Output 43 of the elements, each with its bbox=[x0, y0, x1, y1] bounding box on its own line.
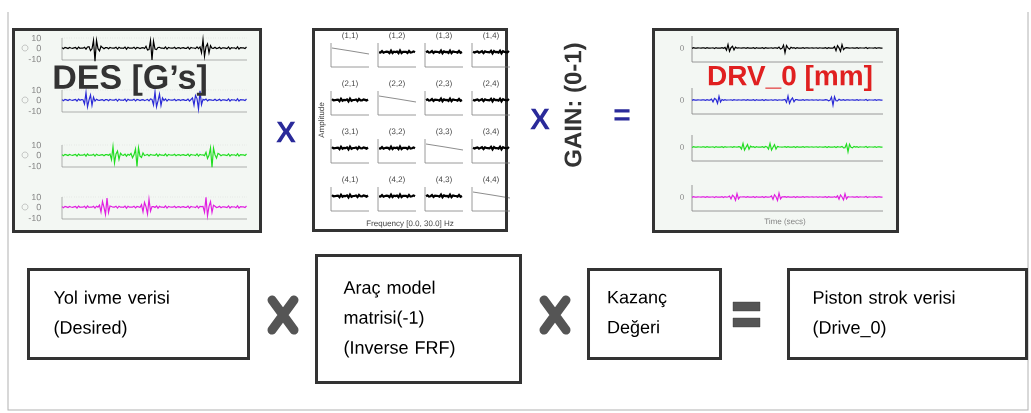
subplot-title: (3,4) bbox=[483, 128, 499, 136]
tick-label: 0 bbox=[680, 144, 684, 150]
subplot-title: (4,1) bbox=[342, 176, 358, 184]
tick-label: 0 bbox=[680, 97, 684, 103]
chart-title: DRV_0 [mm] bbox=[708, 64, 872, 92]
subplot-title: (3,1) bbox=[342, 128, 358, 136]
axis-label: Time (secs) bbox=[764, 218, 806, 226]
text-box: Araç model matrisi(-1) (Inverse FRF) bbox=[315, 254, 522, 384]
subplot-title: (2,4) bbox=[483, 80, 499, 88]
tick-label: 10 bbox=[32, 86, 41, 94]
subplot-title: (4,2) bbox=[389, 176, 405, 184]
subplot-title: (1,4) bbox=[483, 32, 499, 40]
tick-label: 10 bbox=[32, 141, 41, 149]
tick-label: 0 bbox=[680, 45, 684, 51]
axis-label: Frequency [0.0, 30.0] Hz bbox=[366, 220, 454, 228]
rotated-label: GAIN: (0-1) bbox=[563, 43, 587, 167]
tick-label: -10 bbox=[28, 214, 41, 222]
tick-label: 10 bbox=[32, 193, 41, 201]
subplot-title: (1,1) bbox=[342, 32, 358, 40]
subplot-title: (4,3) bbox=[436, 176, 452, 184]
subplot-title: (4,4) bbox=[483, 176, 499, 184]
chart-title: DES [G’s] bbox=[54, 64, 206, 96]
axis-label: Amplitude bbox=[318, 102, 326, 138]
tick-label: 0 bbox=[36, 151, 41, 159]
subplot-title: (2,2) bbox=[389, 80, 405, 88]
subplot-title: (1,3) bbox=[436, 32, 452, 40]
subplot-title: (2,1) bbox=[342, 80, 358, 88]
subplot-title: (2,3) bbox=[436, 80, 452, 88]
subplot-title: (1,2) bbox=[389, 32, 405, 40]
subplot-title: (3,2) bbox=[389, 128, 405, 136]
tick-label: 10 bbox=[32, 34, 41, 42]
tick-label: -10 bbox=[28, 107, 41, 115]
tick-label: 0 bbox=[680, 194, 684, 200]
tick-label: -10 bbox=[28, 55, 41, 63]
text-box: Yol ivme verisi (Desired) bbox=[27, 268, 250, 360]
tick-label: 0 bbox=[36, 44, 41, 52]
tick-label: 0 bbox=[36, 203, 41, 211]
text-box: Piston strok verisi (Drive_0) bbox=[787, 268, 1028, 360]
subplot-title: (3,3) bbox=[436, 128, 452, 136]
text-box: Kazanç Değeri bbox=[587, 268, 722, 360]
tick-label: -10 bbox=[28, 162, 41, 170]
multiplication-sign: X bbox=[276, 121, 296, 143]
tick-label: 0 bbox=[36, 96, 41, 104]
